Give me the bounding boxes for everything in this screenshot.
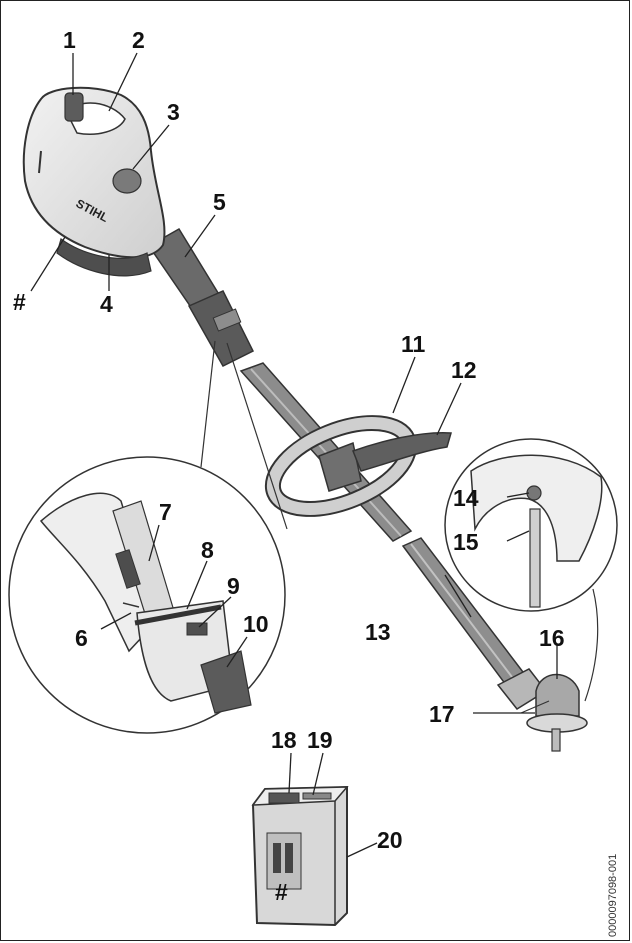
shaft-clamp: [147, 227, 255, 367]
callout-3: 3: [167, 99, 180, 125]
callout-10: 10: [243, 611, 269, 637]
callout-11: 11: [401, 331, 426, 357]
trigger-lever: [352, 431, 452, 472]
callout-18: 18: [271, 727, 297, 753]
callout-14: 14: [453, 485, 479, 511]
loop-handle: [264, 415, 418, 517]
callout-13: 13: [365, 619, 391, 645]
callout-20: 20: [377, 827, 403, 853]
callout-2: 2: [132, 27, 145, 53]
callout-12: 12: [451, 357, 477, 383]
callout-1: 1: [63, 27, 76, 53]
battery: [251, 785, 349, 927]
callout-17: 17: [429, 701, 455, 727]
leader-lines: [30, 52, 558, 858]
detail-circle-left: [8, 340, 288, 734]
motor-housing: STIHL: [22, 86, 166, 277]
callout-4: 4: [100, 291, 113, 317]
figure-reference-code: 0000097098-001: [607, 853, 619, 937]
callout-7: 7: [159, 499, 172, 525]
cutting-head: [496, 668, 588, 752]
callout-16: 16: [539, 625, 565, 651]
callout-hash-battery: #: [275, 879, 288, 905]
callout-8: 8: [201, 537, 214, 563]
detail-circle-right: [444, 438, 618, 702]
callout-15: 15: [453, 529, 479, 555]
callout-hash-housing: #: [13, 289, 26, 315]
callout-6: 6: [75, 625, 88, 651]
callout-5: 5: [213, 189, 226, 215]
callout-9: 9: [227, 573, 240, 599]
callout-19: 19: [307, 727, 333, 753]
